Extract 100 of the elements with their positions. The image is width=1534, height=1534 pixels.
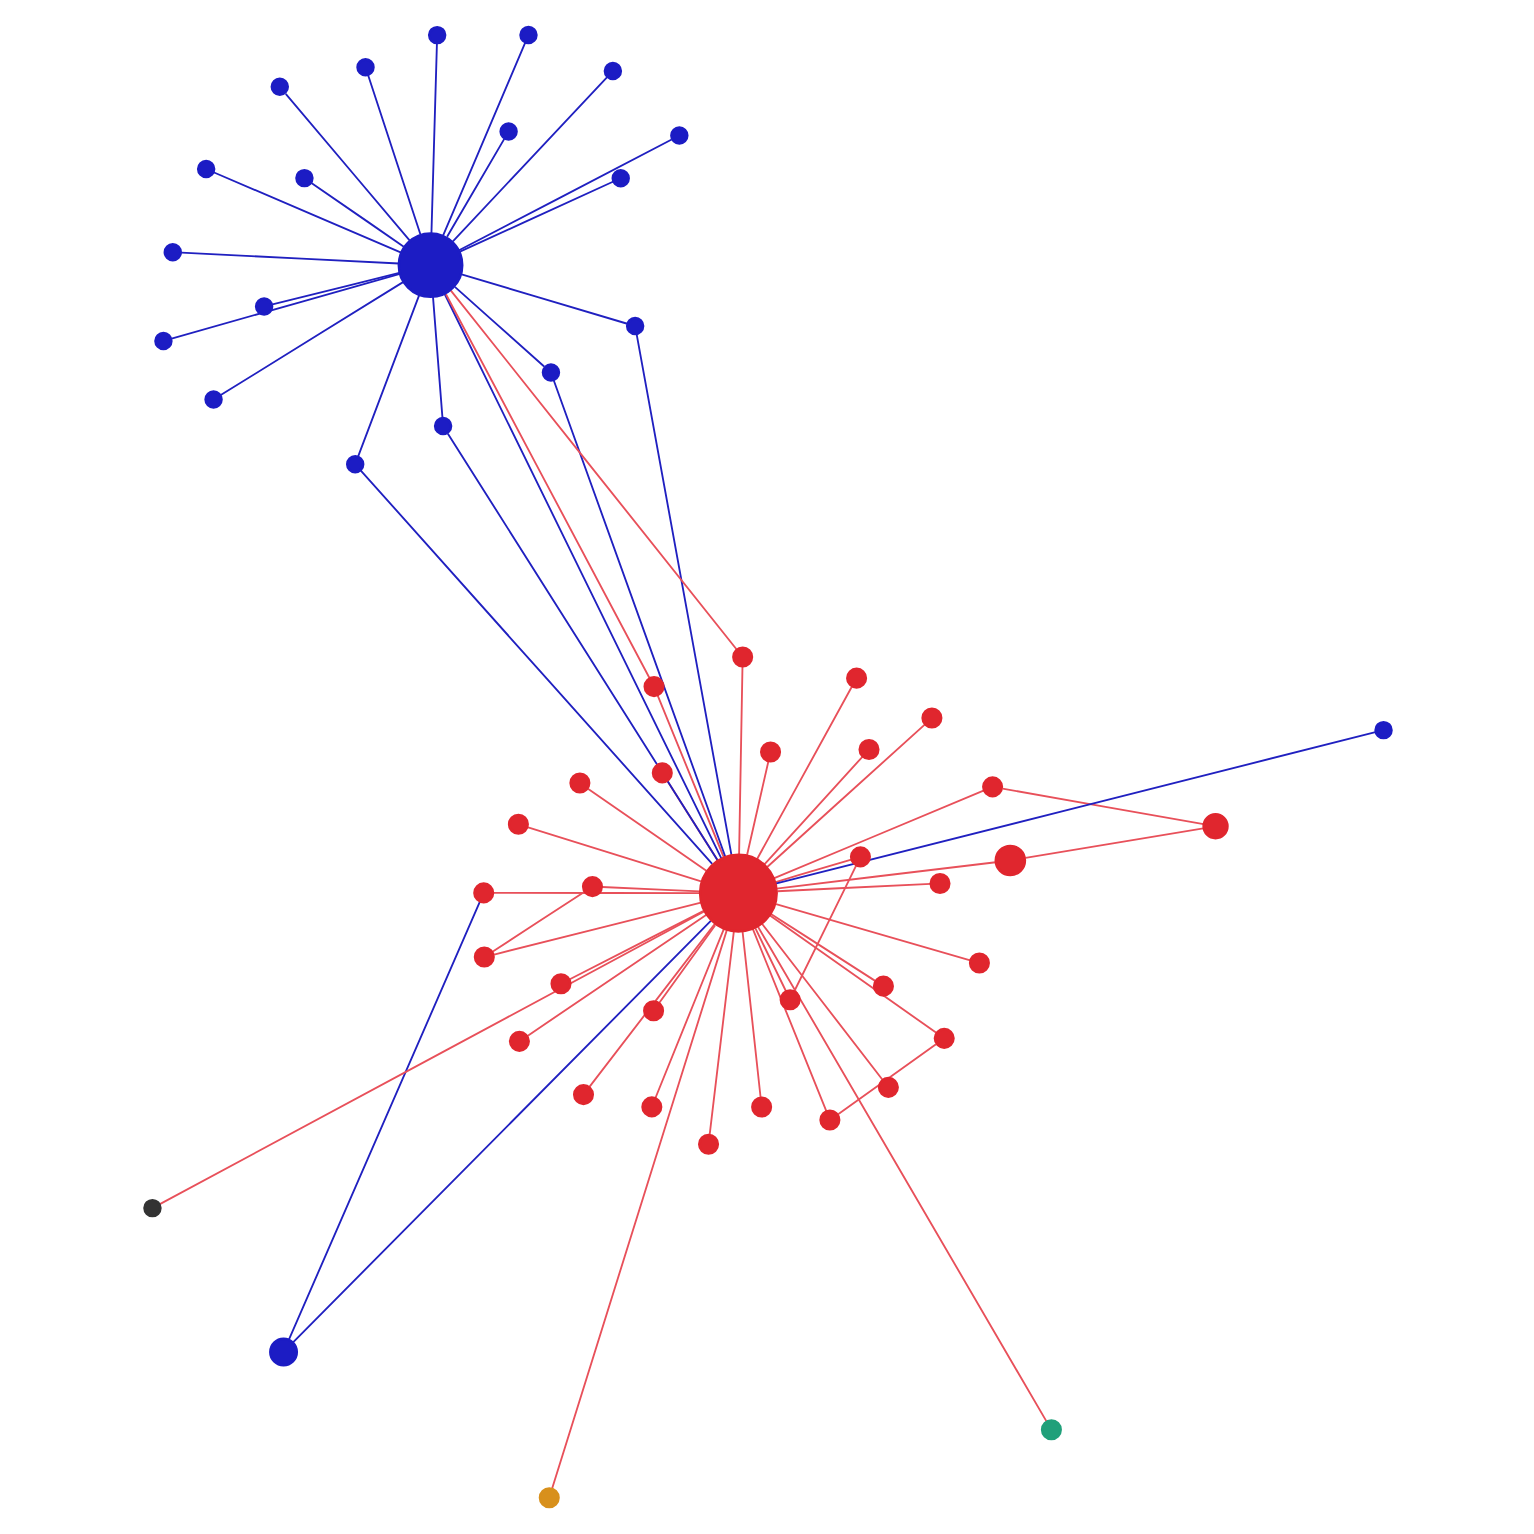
node-circle: [642, 676, 664, 698]
connector: [775, 882, 931, 893]
connector: [445, 137, 505, 238]
connector: [550, 928, 727, 1490]
node-circle: [624, 316, 644, 336]
connector: [759, 922, 883, 1081]
node-circle: [876, 1076, 898, 1098]
connector: [762, 755, 863, 866]
connector: [444, 293, 650, 679]
connector: [587, 922, 715, 1088]
node-circle: [818, 1109, 840, 1131]
connector: [773, 858, 852, 883]
node-circle: [845, 667, 867, 689]
connector: [286, 900, 480, 1341]
connector: [283, 92, 410, 242]
node-circle: [518, 25, 537, 45]
node-circle: [396, 232, 463, 299]
connector: [1000, 787, 1204, 826]
connector: [169, 272, 400, 340]
node-circle: [195, 159, 215, 179]
connector: [750, 927, 827, 1113]
connector: [567, 909, 705, 981]
connector: [754, 685, 852, 861]
connector: [707, 930, 734, 1136]
connector: [792, 864, 857, 993]
node-circle: [1373, 720, 1392, 740]
node-circle: [669, 126, 688, 145]
connector: [655, 694, 724, 859]
node-circle: [537, 1487, 559, 1509]
node-circle: [472, 882, 494, 904]
connector: [452, 285, 545, 368]
connector: [491, 891, 700, 894]
node-circle: [857, 739, 879, 761]
node-circle: [610, 168, 629, 188]
connector: [356, 294, 419, 458]
connector: [431, 296, 443, 420]
node-circle: [928, 872, 950, 894]
node-circle: [642, 1000, 664, 1022]
node-circle: [571, 1084, 594, 1106]
connector: [753, 927, 786, 993]
node-circle: [253, 297, 273, 316]
connector: [457, 180, 614, 253]
connector: [457, 138, 672, 252]
node-circle: [432, 416, 452, 436]
connector: [755, 925, 1047, 1423]
node-circle: [750, 1096, 772, 1118]
connector: [634, 333, 732, 857]
node-circle: [848, 846, 870, 868]
node-circle: [506, 813, 528, 835]
node-circle: [345, 455, 364, 474]
node-circle: [568, 772, 590, 794]
node-circle: [142, 1198, 161, 1218]
node-circle: [498, 122, 517, 141]
connector: [835, 1043, 936, 1116]
node-circle: [1039, 1419, 1061, 1441]
node-circle: [268, 1337, 298, 1367]
connector: [767, 914, 937, 1034]
node-circle: [932, 1027, 954, 1049]
connector: [450, 75, 608, 243]
connector: [218, 281, 403, 396]
node-circle: [871, 975, 893, 997]
connector: [448, 289, 737, 651]
connector: [585, 787, 707, 872]
node-circle: [355, 58, 374, 77]
connector: [551, 379, 726, 858]
connector: [211, 171, 402, 254]
node-circle: [580, 876, 602, 898]
connector: [774, 861, 996, 890]
node-circle: [778, 989, 800, 1011]
connector: [157, 910, 705, 1206]
node-circle: [697, 853, 777, 933]
node-circle: [294, 168, 313, 188]
connector: [179, 251, 399, 265]
connector: [492, 901, 701, 956]
connector: [309, 181, 404, 248]
connector: [768, 912, 876, 983]
connector: [657, 924, 716, 1005]
connector: [366, 73, 421, 236]
node-circle: [507, 1030, 529, 1052]
node-circle: [731, 646, 753, 668]
connector: [291, 920, 711, 1344]
connector: [765, 723, 925, 869]
connector: [1023, 827, 1204, 859]
connector: [653, 928, 724, 1100]
connector: [745, 760, 769, 857]
connector: [771, 789, 984, 880]
node-circle: [981, 776, 1003, 798]
connector: [525, 826, 701, 883]
connector: [737, 665, 743, 856]
connector: [774, 903, 971, 962]
node-circle: [697, 1133, 719, 1155]
node-circle: [602, 61, 622, 81]
connector: [270, 271, 400, 306]
connector: [525, 914, 706, 1038]
node-circle: [549, 973, 571, 995]
node-circle: [920, 707, 942, 729]
connector: [429, 42, 437, 235]
node-circle: [472, 946, 494, 968]
node-circle: [650, 762, 672, 784]
node-circle: [153, 331, 172, 351]
